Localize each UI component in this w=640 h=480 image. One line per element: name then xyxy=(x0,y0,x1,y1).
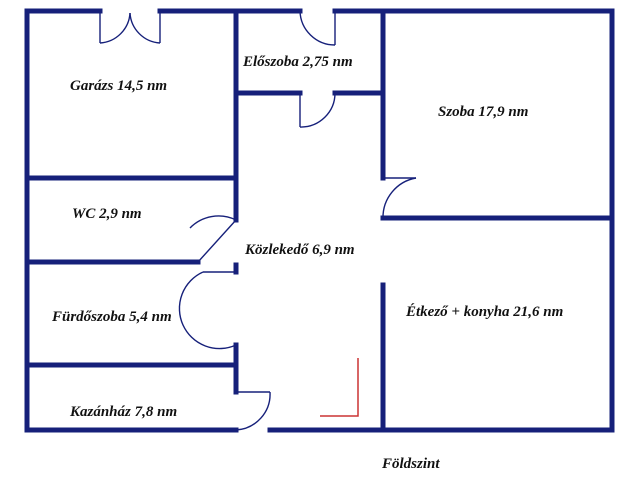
wc-door xyxy=(189,215,237,263)
room-label-garazs: Garázs 14,5 nm xyxy=(70,78,167,94)
eloszoba-door xyxy=(299,92,336,128)
floor-label: Földszint xyxy=(381,456,440,472)
entrance-door xyxy=(299,10,336,46)
room-label-kazanhaz: Kazánház 7,8 nm xyxy=(69,404,177,420)
walls xyxy=(24,8,615,433)
room-label-kozlekedo: Közlekedő 6,9 nm xyxy=(244,242,355,258)
room-label-wc: WC 2,9 nm xyxy=(72,206,142,222)
boiler-door xyxy=(235,391,271,431)
room-labels: Garázs 14,5 nm Előszoba 2,75 nm Szoba 17… xyxy=(51,54,563,420)
room-label-furdoszoba: Fürdőszoba 5,4 nm xyxy=(51,309,172,325)
bath-door xyxy=(178,271,237,350)
garage-double-door xyxy=(99,11,161,44)
staircase-mark xyxy=(320,358,359,417)
room-label-etkezo: Étkező + konyha 21,6 nm xyxy=(405,303,563,320)
szoba-door xyxy=(382,177,417,219)
room-label-eloszoba: Előszoba 2,75 nm xyxy=(242,54,353,70)
room-label-szoba: Szoba 17,9 nm xyxy=(438,104,528,120)
outer-wall xyxy=(24,8,615,433)
doors xyxy=(99,10,417,431)
